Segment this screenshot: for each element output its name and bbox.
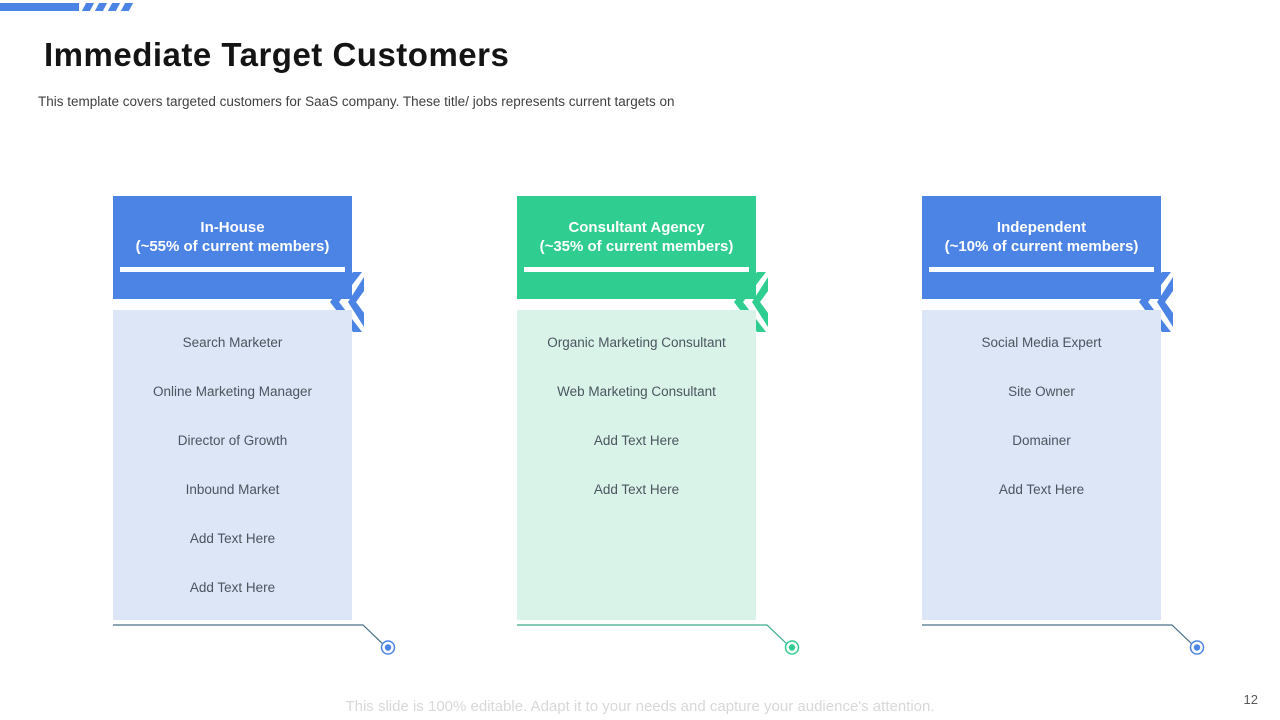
customer-item: Add Text Here: [189, 580, 276, 595]
card-header: In-House (~55% of current members): [113, 196, 352, 299]
card-title-line2: (~55% of current members): [135, 238, 330, 255]
page-number: 12: [1243, 692, 1258, 707]
card-title-line1: In-House: [200, 219, 265, 236]
page-subtitle: This template covers targeted customers …: [38, 94, 675, 109]
slash-icon: [94, 3, 108, 11]
customer-item: Domainer: [1012, 433, 1071, 448]
card-body: Organic Marketing Consultant Web Marketi…: [517, 310, 756, 620]
card-title: In-House (~55% of current members): [113, 196, 352, 256]
customer-item: Online Marketing Manager: [152, 384, 313, 399]
card-title-line2: (~35% of current members): [539, 238, 734, 255]
card-body: Social Media Expert Site Owner Domainer …: [922, 310, 1161, 620]
target-group-card-independent: Independent (~10% of current members) So…: [922, 196, 1205, 666]
customer-item: Inbound Market: [185, 482, 280, 497]
slash-icon: [81, 3, 95, 11]
header-rule: [524, 267, 749, 272]
top-accent-bar: [0, 3, 79, 11]
connector-line-with-target-dot-icon: [517, 624, 800, 655]
connector-line-with-target-dot-icon: [113, 624, 396, 655]
customer-item: Add Text Here: [593, 482, 680, 497]
card-title-line1: Independent: [996, 219, 1087, 236]
customer-item: Add Text Here: [998, 482, 1085, 497]
header-rule: [120, 267, 345, 272]
connector-line-with-target-dot-icon: [922, 624, 1205, 655]
customer-item: Add Text Here: [593, 433, 680, 448]
card-header: Independent (~10% of current members): [922, 196, 1161, 299]
target-group-card-in-house: In-House (~55% of current members) Searc…: [113, 196, 396, 666]
customer-item: Site Owner: [1008, 384, 1075, 399]
card-title-line2: (~10% of current members): [944, 238, 1139, 255]
target-group-card-consultant-agency: Consultant Agency (~35% of current membe…: [517, 196, 800, 666]
slash-icon: [107, 3, 121, 11]
customer-item: Social Media Expert: [981, 335, 1102, 350]
customer-item: Director of Growth: [177, 433, 288, 448]
page-title: Immediate Target Customers: [44, 36, 510, 73]
card-body: Search Marketer Online Marketing Manager…: [113, 310, 352, 620]
customer-item: Web Marketing Consultant: [557, 384, 716, 399]
card-title: Consultant Agency (~35% of current membe…: [517, 196, 756, 256]
card-header: Consultant Agency (~35% of current membe…: [517, 196, 756, 299]
customer-item: Organic Marketing Consultant: [547, 335, 726, 350]
header-rule: [929, 267, 1154, 272]
card-title: Independent (~10% of current members): [922, 196, 1161, 256]
customer-item: Search Marketer: [182, 335, 283, 350]
customer-item: Add Text Here: [189, 531, 276, 546]
card-title-line1: Consultant Agency: [568, 219, 705, 236]
slash-icon: [120, 3, 134, 11]
footer-note: This slide is 100% editable. Adapt it to…: [345, 698, 935, 715]
